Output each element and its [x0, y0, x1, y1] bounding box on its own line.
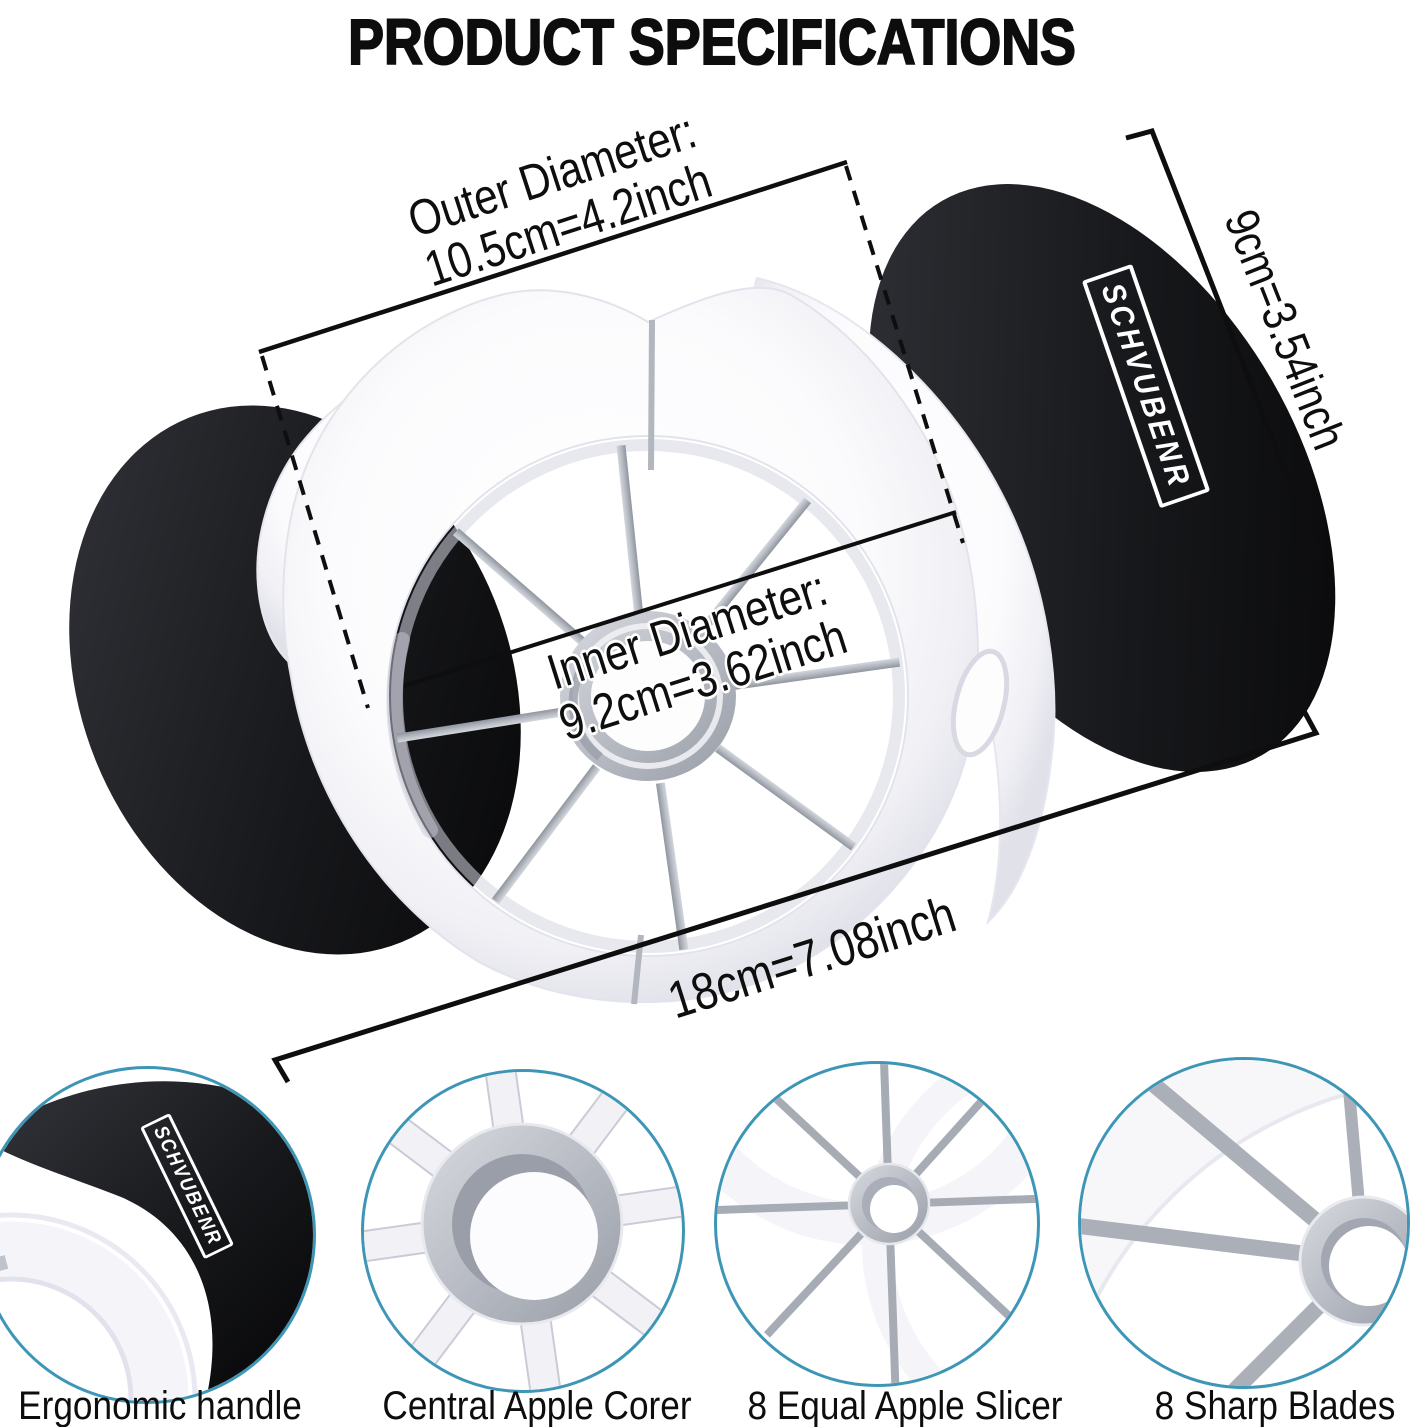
plastic-ring-detail: [0, 1221, 189, 1401]
plastic-edge: [0, 1276, 134, 1401]
outer-ring-arc: [862, 1064, 1035, 1384]
corer-ring-corner: [1298, 1195, 1407, 1327]
feature-circle-central-corer: [361, 1069, 685, 1393]
sharp-blades-detail: [1081, 1060, 1407, 1386]
blade: [616, 444, 643, 613]
inner-diameter-line: [403, 510, 957, 688]
caption-sharp-blades: 8 Sharp Blades: [1154, 1384, 1396, 1427]
feature-circle-equal-slicer: [714, 1061, 1040, 1387]
caption-ergonomic-handle: Ergonomic handle: [18, 1384, 302, 1427]
caption-central-apple-corer: Central Apple Corer: [382, 1384, 692, 1427]
feature-circle-sharp-blades: [1078, 1057, 1410, 1389]
equal-slicer-detail: [717, 1064, 1037, 1384]
corer-ring-detail: [420, 1122, 624, 1326]
blade-top-edge: [648, 319, 655, 471]
right-arm-hole: [950, 648, 1010, 758]
overall-width-line: [271, 709, 1320, 1084]
blade: [656, 782, 689, 951]
outer-diameter-extension-right: [844, 165, 965, 544]
blade: [715, 744, 857, 851]
blade: [396, 707, 564, 743]
central-corer-detail: [364, 1072, 682, 1390]
corer-ring: [560, 611, 736, 781]
feature-circle-ergonomic-handle: [0, 1066, 316, 1404]
hub-ring: [847, 1162, 931, 1246]
blade: [732, 657, 901, 690]
blade: [453, 528, 586, 646]
page-title: PRODUCT SPECIFICATIONS: [347, 5, 1076, 79]
blade-tab: [0, 1255, 9, 1276]
dimension-lines: [258, 128, 1323, 1084]
side-height-line: [1125, 128, 1323, 571]
blade: [491, 764, 601, 904]
handle-black-detail: [0, 1081, 313, 1395]
blade: [698, 497, 811, 634]
slicer-spokes: [717, 1064, 1037, 1384]
outer-diameter-extension-left: [260, 355, 370, 709]
blade-wheel: [396, 319, 901, 1005]
caption-equal-apple-slicer: 8 Equal Apple Slicer: [747, 1384, 1063, 1427]
outer-diameter-line: [258, 159, 848, 355]
